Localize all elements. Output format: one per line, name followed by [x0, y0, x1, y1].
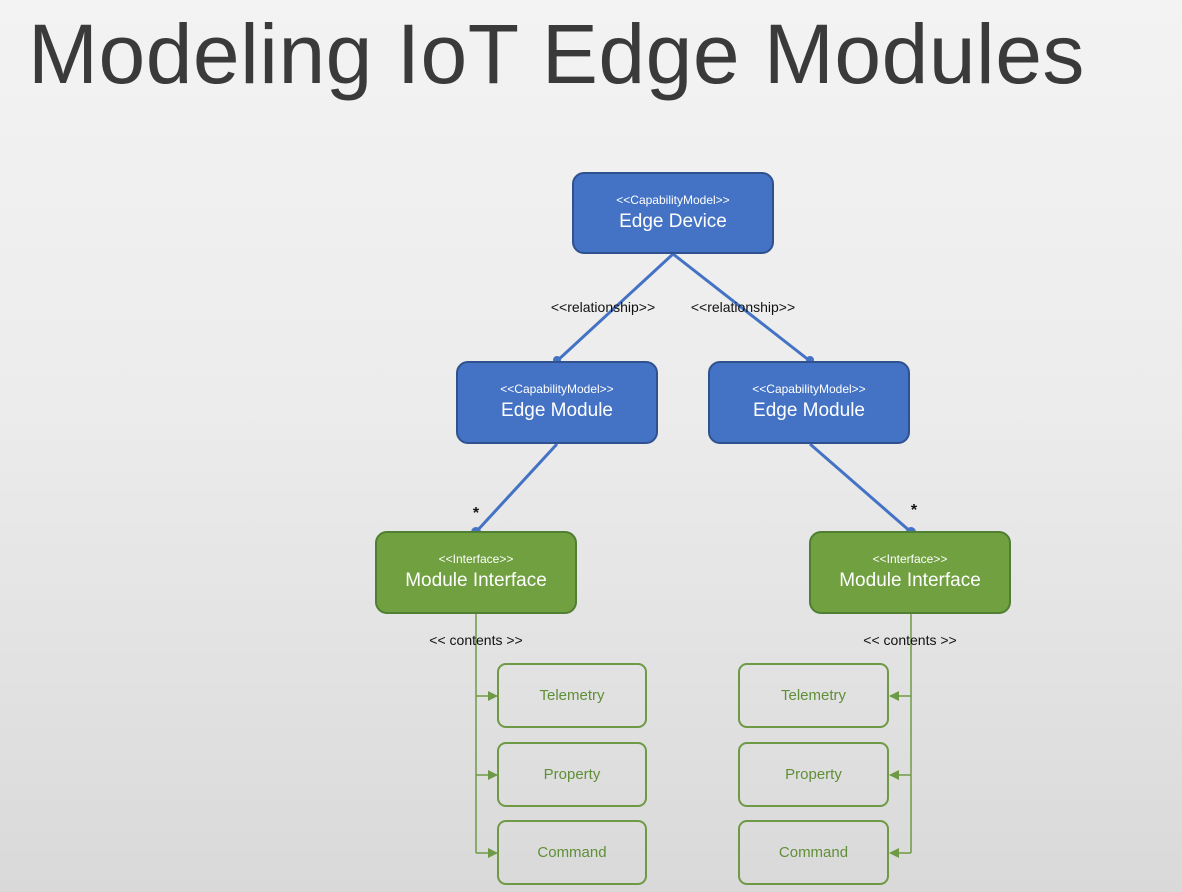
edge-module-box-right: <<CapabilityModel>> Edge Module: [708, 361, 910, 444]
module-interface-name: Module Interface: [839, 570, 981, 591]
edge-device-box: <<CapabilityModel>> Edge Device: [572, 172, 774, 254]
module-interface-box-right: <<Interface>> Module Interface: [809, 531, 1011, 614]
command-box-left: Command: [497, 820, 647, 885]
module-interface-stereotype: <<Interface>>: [438, 552, 514, 566]
module-interface-line-left: [474, 442, 559, 534]
telemetry-box-right: Telemetry: [738, 663, 889, 728]
module-interface-stereotype: <<Interface>>: [872, 552, 948, 566]
contents-label-right: << contents >>: [863, 632, 957, 648]
multiplicity-left: *: [472, 505, 480, 522]
relationship-line-right: [672, 252, 811, 363]
telemetry-box-left: Telemetry: [497, 663, 647, 728]
relationship-label-right: <<relationship>>: [690, 299, 796, 315]
relationship-label-left: <<relationship>>: [550, 299, 656, 315]
relationship-line-left: [555, 252, 675, 363]
module-interface-line-right: [809, 442, 912, 534]
property-box-left: Property: [497, 742, 647, 807]
edge-module-stereotype: <<CapabilityModel>>: [500, 382, 614, 396]
multiplicity-right: *: [910, 502, 918, 519]
command-box-right: Command: [738, 820, 889, 885]
edge-device-stereotype: <<CapabilityModel>>: [616, 192, 730, 207]
edge-module-name: Edge Module: [501, 400, 613, 421]
property-box-right: Property: [738, 742, 889, 807]
edge-module-box-left: <<CapabilityModel>> Edge Module: [456, 361, 658, 444]
contents-label-left: << contents >>: [429, 632, 523, 648]
edge-device-name: Edge Device: [619, 210, 727, 232]
module-interface-box-left: <<Interface>> Module Interface: [375, 531, 577, 614]
edge-module-name: Edge Module: [753, 400, 865, 421]
slide-title: Modeling IoT Edge Modules: [28, 7, 1085, 101]
edge-module-stereotype: <<CapabilityModel>>: [752, 382, 866, 396]
module-interface-name: Module Interface: [405, 570, 547, 591]
